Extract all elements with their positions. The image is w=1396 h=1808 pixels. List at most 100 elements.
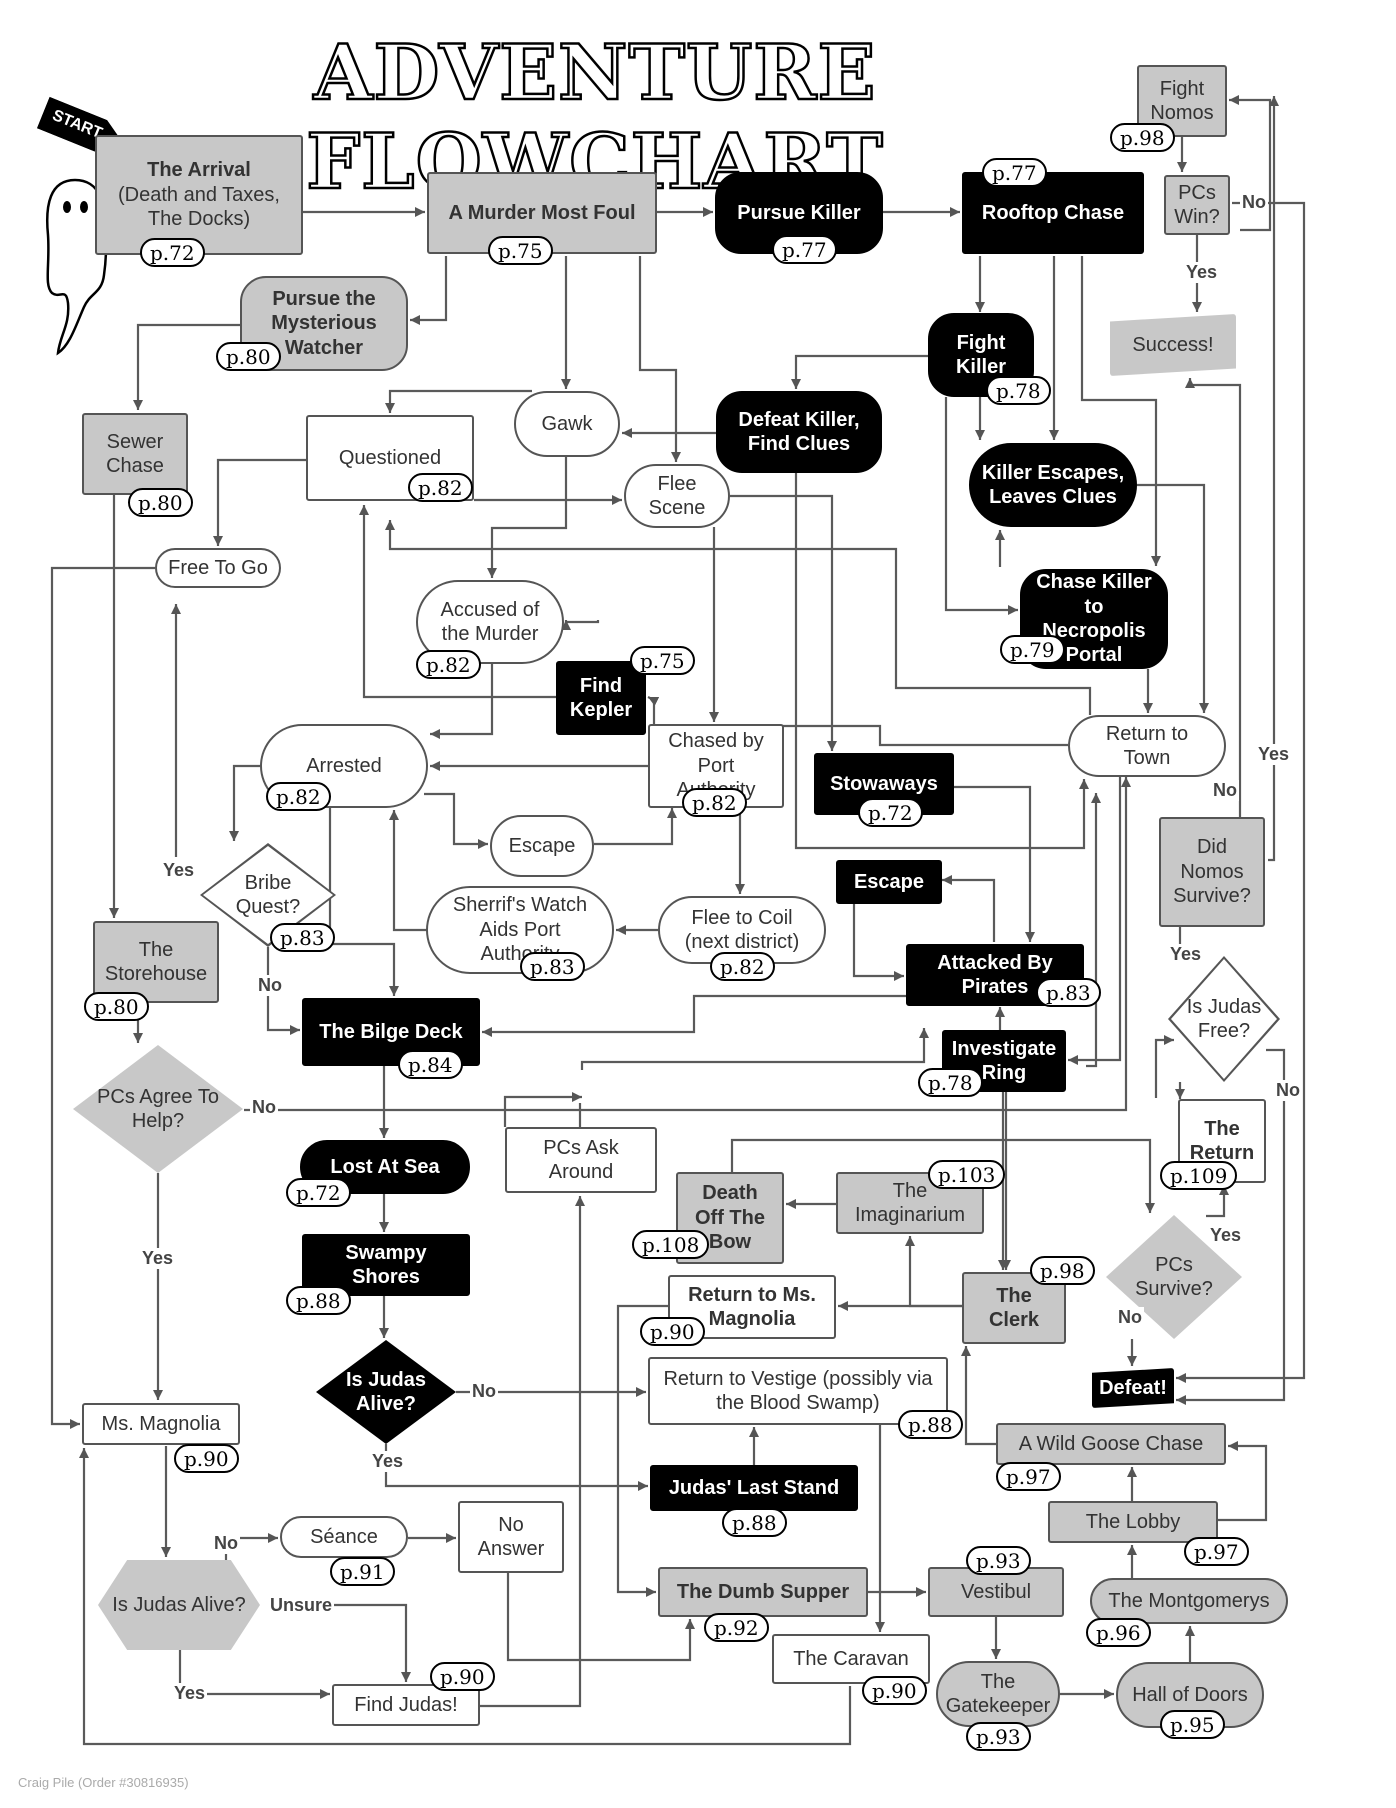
node-title: PCs Ask Around [543,1136,619,1183]
node-pursue-killer-text: Pursue Killer [737,201,860,225]
node-pcs-survive-text: PCs Survive? [1116,1253,1232,1302]
node-escape1-text: Escape [509,834,576,858]
connector-29 [794,473,1089,850]
node-defeat-text: Defeat! [1099,1376,1167,1400]
node-title: Rooftop Chase [981,201,1125,224]
node-title: The Lobby [1085,1510,1181,1533]
node-defeat-killer-text: Defeat Killer, Find Clues [728,408,870,457]
connector-9 [1176,201,1306,1383]
connector-50 [1068,777,1122,1065]
page-badge: p.80 [128,488,193,517]
page-badge: p.97 [996,1462,1061,1491]
node-swampy: Swampy Shores [302,1234,470,1296]
page-badge: p.82 [408,473,473,502]
connector-93 [503,1092,582,1127]
connector-32 [359,505,646,699]
page-badge: p.77 [982,158,1047,187]
node-arrival: The Arrival(Death and Taxes, The Docks) [95,135,303,255]
node-did-nomos: Did Nomos Survive? [1159,817,1265,927]
node-flee-scene-text: Flee Scene [636,472,718,521]
node-gawk: Gawk [514,391,620,457]
node-find-judas: Find Judas! [332,1684,480,1726]
node-title: Séance [310,1525,378,1548]
page-badge: p.82 [416,650,481,679]
node-title: Sewer Chase [106,430,164,477]
edge-label-yes: Yes [172,1683,208,1704]
node-storehouse-text: The Storehouse [105,938,207,987]
edge-label-yes: Yes [1256,744,1292,765]
node-title: Fight Nomos [1150,77,1214,124]
node-defeat: Defeat! [1092,1368,1174,1408]
page-badge: p.82 [682,788,747,817]
node-return-town-text: Return to Town [1080,722,1214,771]
node-find-kepler: Find Kepler [556,661,646,735]
credit-text: Craig Pile (Order #30816935) [18,1775,189,1790]
node-pcs-win: PCs Win? [1164,175,1230,235]
node-gatekeeper-text: The Gatekeeper [946,1670,1051,1719]
node-fight-killer: Fight Killer [928,313,1034,397]
node-magnolia-text: Ms. Magnolia [102,1412,221,1436]
page-badge: p.82 [710,952,775,981]
edge-label-no: No [250,1097,278,1118]
page-badge: p.92 [704,1613,769,1642]
node-title: Lost At Sea [330,1155,440,1178]
node-title: The Storehouse [104,938,208,985]
node-title: Pursue Killer [737,201,861,224]
connector-23 [213,458,306,546]
page-badge: p.80 [216,342,281,371]
page-badge: p.109 [1160,1161,1238,1190]
connector-74 [616,1304,668,1597]
connector-36 [424,792,488,849]
page-badge: p.98 [1030,1256,1095,1285]
node-hall-doors-text: Hall of Doors [1132,1683,1248,1707]
node-return-magnolia-text: Return to Ms. Magnolia [680,1283,824,1332]
connector-33 [561,620,600,630]
page-badge: p.98 [1110,123,1175,152]
node-title: Ms. Magnolia [101,1412,221,1435]
node-success-text: Success! [1132,333,1213,357]
connector-31 [385,520,1092,715]
node-flee-coil: Flee to Coil (next district) [658,896,826,964]
page-badge: p.83 [520,952,585,981]
connector-85 [506,1573,695,1662]
node-title: The Caravan [793,1647,909,1670]
node-attacked-pirates-text: Attacked By Pirates [918,951,1072,1000]
edge-label-unsure: Unsure [268,1595,335,1616]
node-title: Accused of the Murder [440,598,540,645]
connector-5 [638,256,681,462]
connector-46 [942,875,996,942]
node-free-to-go-text: Free To Go [168,556,268,580]
node-rooftop-text: Rooftop Chase [982,201,1124,225]
node-clerk-text: The Clerk [974,1284,1054,1333]
node-title: Bribe Quest? [235,871,301,918]
node-title: Questioned [338,446,442,469]
node-no-answer-text: No Answer [470,1513,552,1562]
page-badge: p.72 [140,238,205,267]
page-badge: p.75 [630,646,695,675]
node-find-kepler-text: Find Kepler [568,674,634,723]
node-title: No Answer [477,1513,545,1560]
node-title: Free To Go [168,556,268,579]
node-accused-text: Accused of the Murder [428,598,552,647]
page-badge: p.96 [1086,1618,1151,1647]
page-badge: p.72 [286,1178,351,1207]
node-dumb-supper: The Dumb Supper [658,1567,868,1617]
node-judas-alive1: Is Judas Alive? [316,1340,456,1444]
node-title: PCs Agree To Help? [97,1085,219,1132]
page-badge: p.88 [722,1508,787,1537]
page-badge: p.78 [918,1068,983,1097]
node-return-vestige: Return to Vestige (possibly via the Bloo… [648,1357,948,1425]
node-title: Stowaways [830,772,938,795]
node-lost-sea-text: Lost At Sea [330,1155,439,1179]
connector-83 [961,1346,996,1446]
edge-label-yes: Yes [1208,1225,1244,1246]
node-flee-scene: Flee Scene [624,464,730,528]
node-title: Escape [508,834,576,857]
node-title: Vestibul [960,1580,1032,1603]
connector-58 [244,777,1131,1112]
node-title: Find Kepler [569,674,633,721]
node-storehouse: The Storehouse [93,921,219,1003]
node-title: PCs Survive? [1135,1253,1213,1300]
node-caravan: The Caravan [772,1634,930,1684]
